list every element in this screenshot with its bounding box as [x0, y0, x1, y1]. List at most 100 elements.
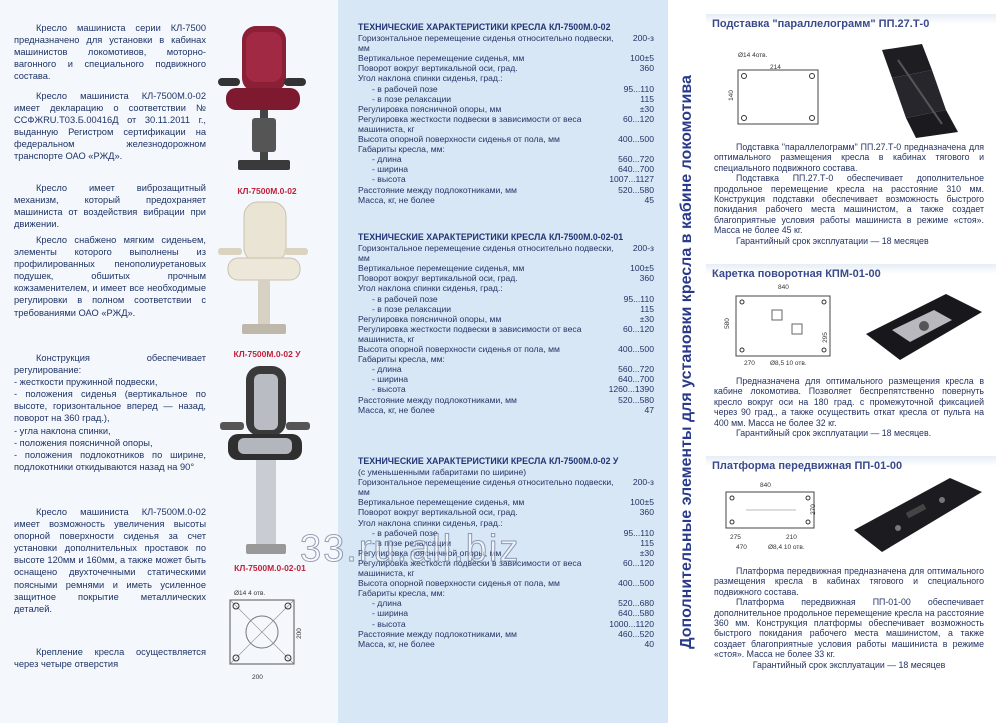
spec-label: Горизонтальное перемещение сиденья относ…: [358, 243, 614, 264]
adjust-item: - положения поясничной опоры,: [14, 437, 153, 448]
carriage-p1: Предназначена для оптимального размещени…: [714, 376, 984, 428]
spec-label: Угол наклона спинки сиденья, град.:: [358, 517, 503, 528]
vibration-text: Кресло имеет виброзащитный механизм, кот…: [14, 182, 206, 230]
spec-label: - ширина: [372, 608, 409, 619]
base-plate-drawing: [229, 599, 295, 665]
mount-paragraph: Крепление кресла осуществляется через че…: [14, 647, 206, 670]
spec-value: 360: [639, 507, 654, 518]
stand-height-label: 140: [727, 90, 735, 101]
spec-value: 45: [644, 194, 654, 205]
spec-row: Регулировка поясничной опоры, мм ±30: [358, 104, 654, 114]
left-column: [0, 0, 338, 723]
stand-warranty: Гарантийный срок эксплуатации — 18 месяц…: [736, 235, 929, 246]
spec-label: Габариты кресла, мм:: [358, 144, 445, 155]
spec-subtitle-3: (с уменьшенными габаритами по ширине): [358, 467, 527, 478]
seat-text: Кресло снабжено мягким сиденьем, элемент…: [14, 234, 206, 319]
platform-p2: Платформа передвижная ПП-01-00 обеспечив…: [714, 597, 984, 660]
spec-label: Габариты кресла, мм:: [358, 354, 445, 365]
spec-label: Высота опорной поверхности сиденья от по…: [358, 578, 560, 589]
spec-value: 520...580: [618, 394, 654, 405]
spec-label: Регулировка поясничной опоры, мм: [358, 313, 502, 324]
spec-value: 115: [640, 93, 654, 104]
spec-value: 60...120: [622, 113, 654, 124]
intro-paragraph: Кресло машиниста серии КЛ-7500 предназна…: [14, 23, 206, 82]
spec-label: Вертикальное перемещение сиденья, мм: [358, 53, 525, 64]
spec-label: Горизонтальное перемещение сиденья относ…: [358, 33, 614, 54]
spec-row: - в позе релаксации 115: [358, 538, 654, 548]
section-band-2: [706, 264, 996, 274]
stand-hole-label: Ø14 4отв.: [738, 52, 768, 59]
spec-value: 60...120: [622, 557, 654, 568]
platform-width-label: 840: [760, 482, 771, 489]
stand-p2: Подставка ПП.27.Т-0 обеспечивает дополни…: [714, 173, 984, 236]
platform-dim-b: 210: [786, 534, 797, 541]
spec-value: 200-з: [632, 243, 654, 254]
spec-label: - в рабочей позе: [372, 527, 438, 538]
spec-value: 100±5: [630, 263, 654, 274]
section-band-1: [706, 14, 996, 24]
spec-title-2: ТЕХНИЧЕСКИЕ ХАРАКТЕРИСТИКИ КРЕСЛА КЛ-750…: [358, 232, 624, 242]
spec-label: Поворот вокруг вертикальной оси, град.: [358, 507, 518, 518]
spec-label: Регулировка жесткости подвески в зависим…: [358, 323, 582, 344]
spec-rows-2: Горизонтальное перемещение сиденья относ…: [358, 243, 654, 415]
spec-row: Регулировка жесткости подвески в зависим…: [358, 558, 654, 578]
spec-value: 1260...1390: [608, 384, 654, 395]
spec-value: 640...580: [618, 608, 654, 619]
spec-label: - в рабочей позе: [372, 83, 438, 94]
section-title-carriage: Каретка поворотная КПМ-01-00: [712, 268, 881, 280]
spec-row: Высота опорной поверхности сиденья от по…: [358, 134, 654, 144]
carriage-dim-b: 295: [821, 332, 829, 343]
base-width-label: 200: [252, 674, 263, 681]
spec-value: 520...680: [618, 598, 654, 609]
spec-row: Угол наклона спинки сиденья, град.:: [358, 73, 654, 83]
spec-row: Высота опорной поверхности сиденья от по…: [358, 344, 654, 354]
spec-label: Регулировка поясничной опоры, мм: [358, 547, 502, 558]
spec-value: ±30: [639, 103, 654, 114]
spec-value: 1007...1127: [609, 174, 654, 185]
specs-column: [338, 0, 668, 723]
spec-value: ±30: [639, 313, 654, 324]
platform-height-label: 270: [809, 504, 817, 515]
spec-block-1: ТЕХНИЧЕСКИЕ ХАРАКТЕРИСТИКИ КРЕСЛА КЛ-750…: [358, 22, 654, 205]
spec-value: 640...700: [618, 374, 654, 385]
spec-value: 100±5: [630, 497, 654, 508]
spec-row: Горизонтальное перемещение сиденья относ…: [358, 477, 654, 497]
stand-p1: Подставка "параллелограмм" ПП.27.Т-0 пре…: [714, 142, 984, 173]
spec-label: Вертикальное перемещение сиденья, мм: [358, 497, 525, 508]
extra-paragraph: Кресло машиниста КЛ-7500М.0-02 имеет воз…: [14, 507, 206, 614]
adjust-item: - положения подлокотников по ширине, под…: [14, 449, 206, 472]
spec-label: Габариты кресла, мм:: [358, 588, 445, 599]
spec-row: Горизонтальное перемещение сиденья относ…: [358, 243, 654, 263]
spec-label: - длина: [372, 154, 402, 165]
spec-row: Угол наклона спинки сиденья, град.:: [358, 283, 654, 293]
spec-value: 95...110: [623, 83, 654, 94]
spec-label: Высота опорной поверхности сиденья от по…: [358, 344, 560, 355]
spec-label: - в позе релаксации: [372, 537, 452, 548]
adjust-item: - положения сиденья (вертикальное по выс…: [14, 389, 206, 424]
spec-row: - ширина 640...580: [358, 608, 654, 618]
spec-value: 115: [640, 537, 654, 548]
declaration-text: Кресло машиниста КЛ-7500М.0-02 имеет дек…: [14, 90, 206, 163]
section-title-stand: Подставка "параллелограмм" ПП.27.Т-0: [712, 18, 930, 30]
spec-label: - в рабочей позе: [372, 293, 438, 304]
spec-value: 95...110: [623, 527, 654, 538]
adjust-item: - жесткости пружинной подвески,: [14, 377, 158, 388]
spec-value: 200-з: [632, 33, 654, 44]
spec-block-3: ТЕХНИЧЕСКИЕ ХАРАКТЕРИСТИКИ КРЕСЛА КЛ-750…: [358, 456, 654, 649]
seat-image-burgundy: [218, 26, 306, 170]
spec-label: Горизонтальное перемещение сиденья относ…: [358, 477, 614, 498]
spec-label: Регулировка поясничной опоры, мм: [358, 103, 502, 114]
platform-p1: Платформа передвижная предназначена для …: [714, 566, 984, 597]
spec-row: Регулировка поясничной опоры, мм±30: [358, 548, 654, 558]
spec-row: Поворот вокруг вертикальной оси, град.36…: [358, 63, 654, 73]
